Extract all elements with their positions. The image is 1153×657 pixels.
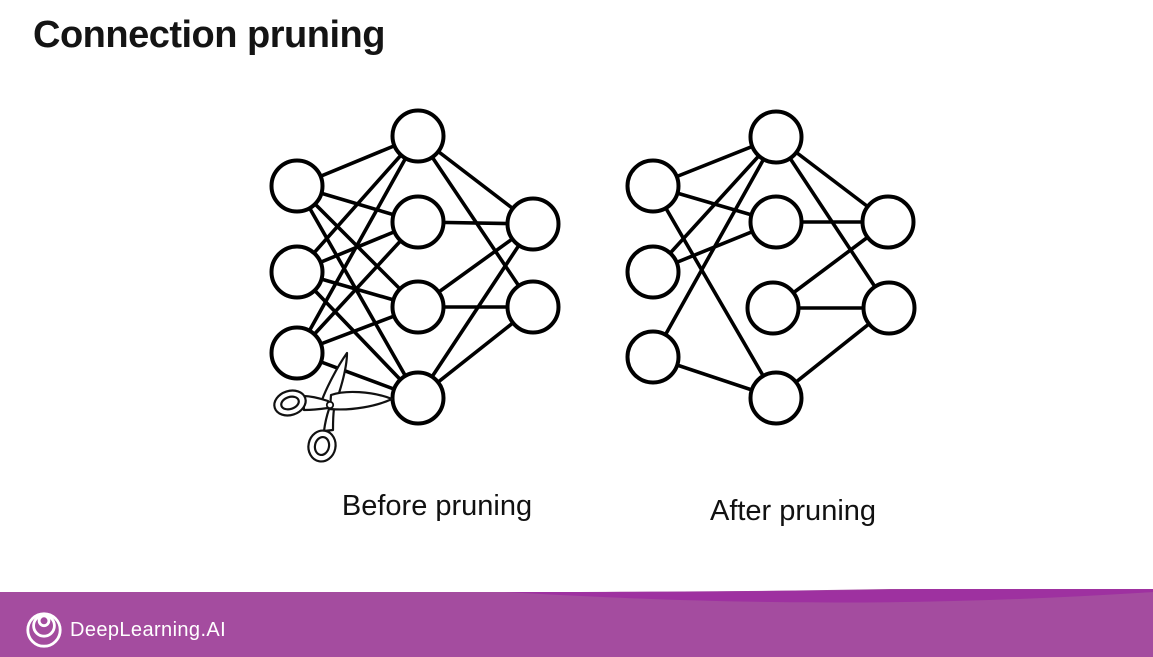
connection-edge [651, 184, 778, 400]
connection-edge [295, 184, 420, 400]
connection-edge [416, 222, 535, 400]
neuron-node [505, 279, 561, 335]
connection-edge [651, 135, 778, 274]
neuron-node [505, 196, 561, 252]
neuron-node [390, 194, 446, 250]
neuron-node [861, 280, 917, 336]
footer-bar: DeepLearning.AI [0, 589, 1153, 657]
connection-edge [295, 220, 420, 355]
neuron-node [390, 108, 446, 164]
neuron-node [625, 244, 681, 300]
neuron-node [269, 325, 325, 381]
slide-title: Connection pruning [33, 14, 385, 56]
neuron-node [748, 370, 804, 426]
neuron-node [390, 370, 446, 426]
connection-edge [295, 134, 420, 355]
network-before [269, 108, 561, 426]
neuron-node [745, 280, 801, 336]
connection-edge [295, 134, 420, 274]
before-pruning-label: Before pruning [341, 490, 533, 522]
neuron-node [625, 329, 681, 385]
deeplearning-logo-icon [26, 612, 62, 648]
neuron-node [269, 158, 325, 214]
neuron-node [860, 194, 916, 250]
connection-edge [651, 135, 778, 359]
after-pruning-label: After pruning [709, 495, 877, 527]
scissors-icon [273, 351, 394, 463]
neuron-node [269, 244, 325, 300]
neuron-node [390, 279, 446, 335]
pruning-diagram [269, 108, 917, 463]
network-after [625, 109, 917, 426]
brand-logo: DeepLearning.AI [25, 611, 226, 649]
neuron-node [748, 109, 804, 165]
connection-edge [295, 270, 420, 400]
neuron-node [748, 194, 804, 250]
footer-wave [0, 589, 1153, 657]
brand-logo-text: DeepLearning.AI [70, 618, 227, 641]
neuron-node [625, 158, 681, 214]
